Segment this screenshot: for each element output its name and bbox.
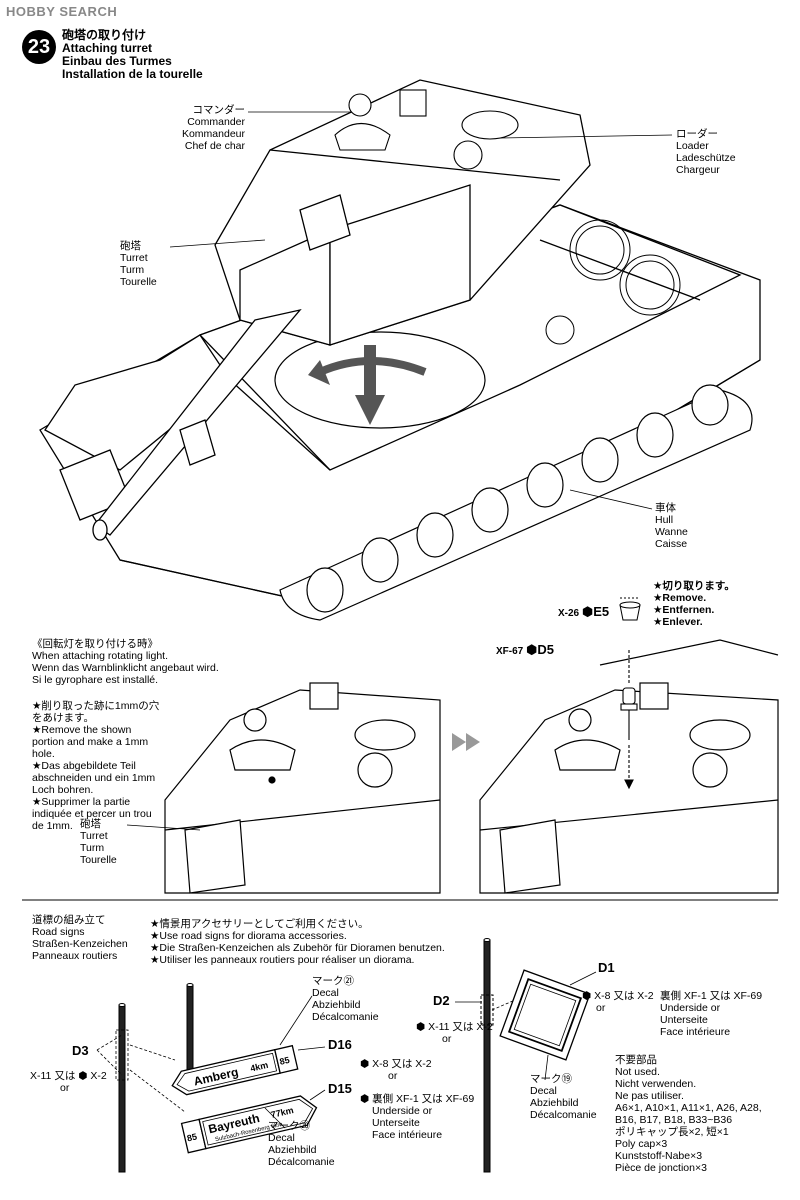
not-used-parts: 不要部品 Not used. Nicht verwenden. Ne pas u… xyxy=(615,1054,762,1174)
hobby-search-watermark: HOBBY SEARCH xyxy=(6,4,118,19)
sign-post-right xyxy=(480,938,494,1173)
rotation-arrow xyxy=(308,345,427,425)
rotating-light-heading: 《回転灯を取り付ける時》 When attaching rotating lig… xyxy=(32,638,219,686)
loader-figure xyxy=(453,110,519,170)
part-e5-label: X-26 ⬢E5 xyxy=(558,604,610,619)
d16-sign-amberg: Amberg 4km 85 xyxy=(171,1044,299,1096)
turret-label: 砲塔 Turret Turm Tourelle xyxy=(120,240,157,288)
d16-label: D16 xyxy=(328,1037,352,1052)
light-leader-lines xyxy=(126,824,201,831)
right-sign-leader-lines xyxy=(455,971,597,1081)
turret-closeup-left xyxy=(164,682,441,894)
hull-label: 車体 Hull Wanne Caisse xyxy=(655,502,688,550)
d1-paint-label: ⬢ X-8 又は X-2 or xyxy=(582,990,654,1014)
d3-paint-label: X-11 又は ⬢ X-2 or xyxy=(30,1070,107,1094)
turret-closeup-right xyxy=(479,639,779,894)
d1-label: D1 xyxy=(598,960,615,975)
step-title: 砲塔の取り付け Attaching turret Einbau des Turm… xyxy=(62,29,203,81)
turret xyxy=(214,79,591,346)
decal-19-label: マーク⑲ Decal Abziehbild Décalcomanie xyxy=(530,1073,597,1121)
bayreuth-route: 85 xyxy=(186,1131,198,1143)
hull-hatches xyxy=(545,219,681,345)
d1-underside-label: 裏側 XF-1 又は XF-69 Underside or Unterseite… xyxy=(660,990,763,1038)
commander-label: コマンダー Commander Kommandeur Chef de char xyxy=(181,104,245,152)
step-title-ja: 砲塔の取り付け xyxy=(62,28,147,42)
d2-paint-label: ⬢ X-11 又は X-2 or xyxy=(416,1021,493,1045)
transition-arrow xyxy=(452,733,480,751)
d15-label: D15 xyxy=(328,1081,352,1096)
gun-barrel xyxy=(92,308,302,541)
step-number-badge: 23 xyxy=(22,30,56,64)
drill-note: ★削り取った跡に1mmの穴をあけます。 ★Remove the shown po… xyxy=(32,700,160,832)
d15-paint-label: ⬢ 裏側 XF-1 又は XF-69 Underside or Untersei… xyxy=(360,1093,475,1141)
decal-20-label: マーク⑳ Decal Abziehbild Décalcomanie xyxy=(268,1120,335,1168)
road-signs-heading: 道標の組み立て Road signs Straßen-Kenzeichen Pa… xyxy=(32,914,128,962)
remove-note: ★切り取ります。 ★Remove. ★Entfernen. ★Enlever. xyxy=(653,580,735,628)
amberg-dist: 4km xyxy=(249,1060,269,1074)
commander-figure xyxy=(334,89,427,151)
step-title-de: Einbau des Turmes xyxy=(62,54,172,68)
step-title-en: Attaching turret xyxy=(62,41,152,55)
turret-ring xyxy=(274,331,486,429)
tank-hull xyxy=(39,204,761,601)
d3-label: D3 xyxy=(72,1043,89,1058)
decal-21-label: マーク㉑ Decal Abziehbild Décalcomanie xyxy=(312,975,379,1023)
step-title-fr: Installation de la tourelle xyxy=(62,67,203,81)
d1-diamond-sign xyxy=(499,969,591,1061)
rotating-light-part xyxy=(620,650,638,790)
loader-label: ローダー Loader Ladeschütze Chargeur xyxy=(676,128,736,176)
part-d5-label: XF-67 ⬢D5 xyxy=(496,642,554,657)
left-sign-leader-lines xyxy=(129,995,326,1129)
d16-paint-label: ⬢ X-8 又は X-2 or xyxy=(360,1058,432,1082)
main-leader-lines xyxy=(169,111,673,510)
closeup-turret-label: 砲塔 Turret Turm Tourelle xyxy=(80,818,117,866)
amberg-route: 85 xyxy=(279,1055,291,1067)
d2-label: D2 xyxy=(433,993,450,1008)
d3-bracket xyxy=(96,1029,129,1081)
lamp-cap-part xyxy=(619,597,641,621)
road-wheels xyxy=(279,384,753,621)
road-signs-notes: ★情景用アクセサリーとしてご利用ください。 ★Use road signs fo… xyxy=(150,918,445,966)
